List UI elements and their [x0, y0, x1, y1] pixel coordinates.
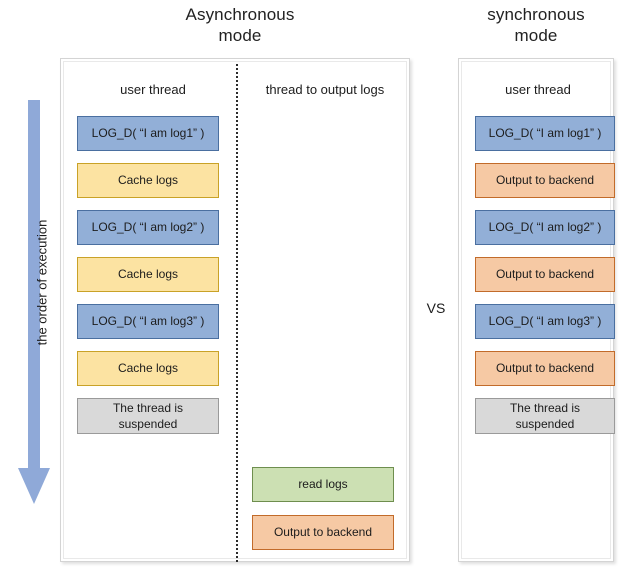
async-mode-panel: user thread thread to output logs LOG_D(…: [60, 58, 410, 562]
sync-box-thread-suspended[interactable]: The thread is suspended: [475, 398, 615, 434]
async-box-cache-logs-2[interactable]: Cache logs: [77, 257, 219, 292]
order-of-execution-arrow: the order of execution: [12, 100, 56, 510]
async-box-log-d-1[interactable]: LOG_D( “I am log1” ): [77, 116, 219, 151]
sync-user-thread-header: user thread: [505, 82, 571, 97]
sync-box-log-d-2[interactable]: LOG_D( “I am log2” ): [475, 210, 615, 245]
sync-box-log-d-3[interactable]: LOG_D( “I am log3” ): [475, 304, 615, 339]
sync-box-log-d-1[interactable]: LOG_D( “I am log1” ): [475, 116, 615, 151]
async-output-thread-header: thread to output logs: [265, 82, 385, 97]
async-box-output-to-backend[interactable]: Output to backend: [252, 515, 394, 550]
async-box-read-logs[interactable]: read logs: [252, 467, 394, 502]
order-of-execution-label: the order of execution: [34, 219, 50, 346]
async-user-thread-header: user thread: [120, 82, 186, 97]
thread-divider: [236, 64, 238, 562]
async-box-thread-suspended[interactable]: The thread is suspended: [77, 398, 219, 434]
sync-mode-title-line1: synchronous: [487, 5, 585, 24]
down-arrow-icon: [18, 100, 50, 504]
sync-mode-panel: user thread LOG_D( “I am log1” ) Output …: [458, 58, 615, 562]
async-panel-inner: user thread thread to output logs LOG_D(…: [63, 61, 407, 562]
sync-mode-title-line2: mode: [514, 26, 558, 45]
async-mode-title: Asynchronous mode: [150, 4, 330, 46]
sync-mode-title: synchronous mode: [446, 4, 626, 46]
async-box-log-d-2[interactable]: LOG_D( “I am log2” ): [77, 210, 219, 245]
async-box-cache-logs-3[interactable]: Cache logs: [77, 351, 219, 386]
sync-box-output-to-backend-3[interactable]: Output to backend: [475, 351, 615, 386]
vs-label: VS: [426, 300, 446, 316]
sync-panel-inner: user thread LOG_D( “I am log1” ) Output …: [461, 61, 615, 559]
async-mode-title-line1: Asynchronous: [185, 5, 295, 24]
async-box-log-d-3[interactable]: LOG_D( “I am log3” ): [77, 304, 219, 339]
sync-box-output-to-backend-2[interactable]: Output to backend: [475, 257, 615, 292]
sync-box-output-to-backend-1[interactable]: Output to backend: [475, 163, 615, 198]
async-mode-title-line2: mode: [218, 26, 262, 45]
async-box-cache-logs-1[interactable]: Cache logs: [77, 163, 219, 198]
